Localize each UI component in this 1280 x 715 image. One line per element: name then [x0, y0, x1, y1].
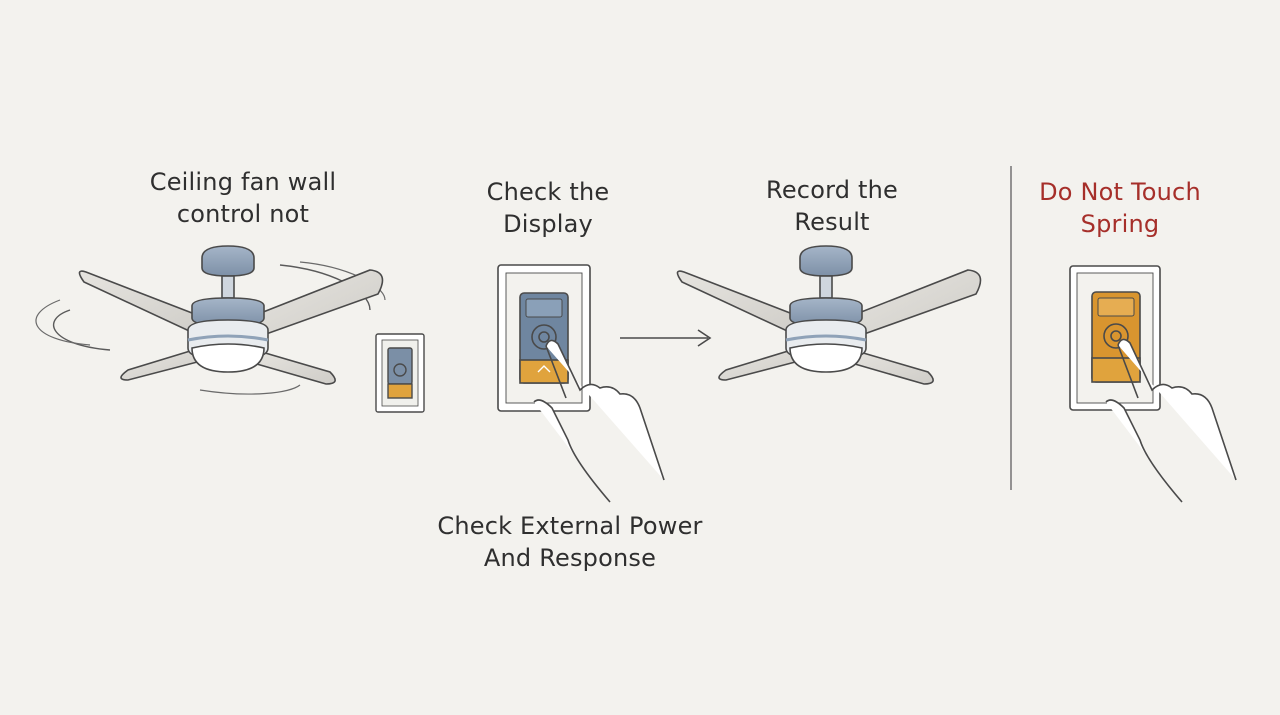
step-4-label: Do Not Touch Spring — [1039, 178, 1201, 238]
step-1-label: Ceiling fan wall control not — [149, 168, 337, 228]
bottom-label: Check External Power And Response — [437, 512, 703, 572]
arrow-right-icon — [620, 329, 712, 347]
ceiling-fan-spinning-icon — [35, 245, 386, 395]
step-2-label: Check the Display — [486, 178, 610, 238]
wall-control-finger-press-icon — [497, 264, 665, 503]
wall-control-finger-press-warning-icon — [1069, 265, 1237, 503]
small-wall-control-icon — [375, 333, 425, 413]
ceiling-fan-icon — [676, 245, 982, 385]
step-3-label: Record the Result — [766, 176, 898, 236]
